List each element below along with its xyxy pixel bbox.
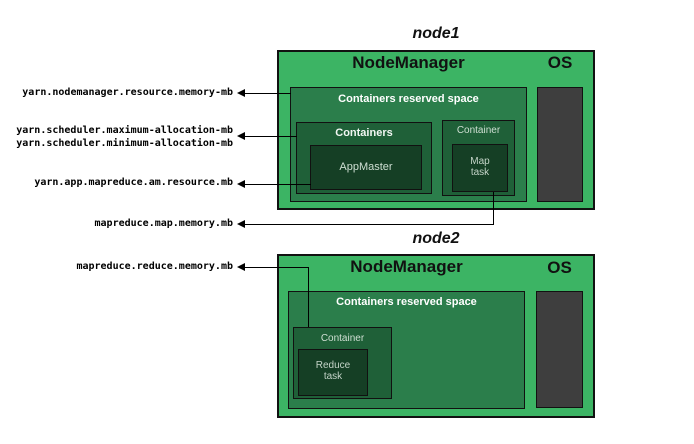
arrow-line-reduce-memory [244, 267, 309, 268]
config-label-reduce-memory-mb: mapreduce.reduce.memory.mb [76, 261, 233, 272]
node1-map-task-box [452, 144, 508, 192]
arrow-head-map-memory [237, 220, 245, 228]
node2-os-label: OS [547, 258, 572, 277]
node1-container-label: Container [456, 125, 501, 136]
arrow-drop-reduce-memory [308, 267, 309, 327]
config-label-am-resource-mb: yarn.app.mapreduce.am.resource.mb [34, 177, 233, 188]
config-label-nodemanager-resource-memory: yarn.nodemanager.resource.memory-mb [22, 87, 233, 98]
arrow-head-reduce-memory [237, 263, 245, 271]
node1-os-memory-block [537, 87, 583, 202]
config-label-scheduler-maximum-allocation: yarn.scheduler.maximum-allocation-mb [16, 125, 233, 136]
node1-appmaster-label: AppMaster [339, 161, 393, 173]
node2-reduce-task-box [298, 349, 368, 396]
node1-containers-label: Containers [335, 127, 393, 139]
config-label-map-memory-mb: mapreduce.map.memory.mb [94, 218, 233, 229]
node2-reduce-task-label: Reduce task [315, 360, 351, 382]
node2-title: node2 [412, 230, 460, 247]
arrow-drop-map-memory [493, 192, 494, 225]
arrow-line-nodemanager-resource [244, 93, 291, 94]
arrow-head-nodemanager-resource [237, 89, 245, 97]
arrow-line-am-resource [244, 184, 311, 185]
arrow-line-map-memory [244, 224, 494, 225]
config-label-scheduler-minimum-allocation: yarn.scheduler.minimum-allocation-mb [16, 138, 233, 149]
arrow-head-am-resource [237, 180, 245, 188]
node1-title: node1 [412, 25, 460, 42]
node1-os-label: OS [547, 53, 573, 72]
arrow-head-scheduler-allocation [237, 132, 245, 140]
node1-reserved-space-label: Containers reserved space [338, 93, 479, 105]
node2-os-memory-block [536, 291, 583, 408]
node1-nodemanager-label: NodeManager [352, 53, 465, 72]
node2-container-label: Container [320, 333, 365, 344]
node2-reserved-space-label: Containers reserved space [336, 296, 477, 308]
node2-nodemanager-label: NodeManager [350, 257, 463, 276]
node1-map-task-label: Map task [470, 156, 490, 178]
arrow-line-scheduler-allocation [244, 136, 297, 137]
node1-appmaster-box [310, 145, 422, 190]
